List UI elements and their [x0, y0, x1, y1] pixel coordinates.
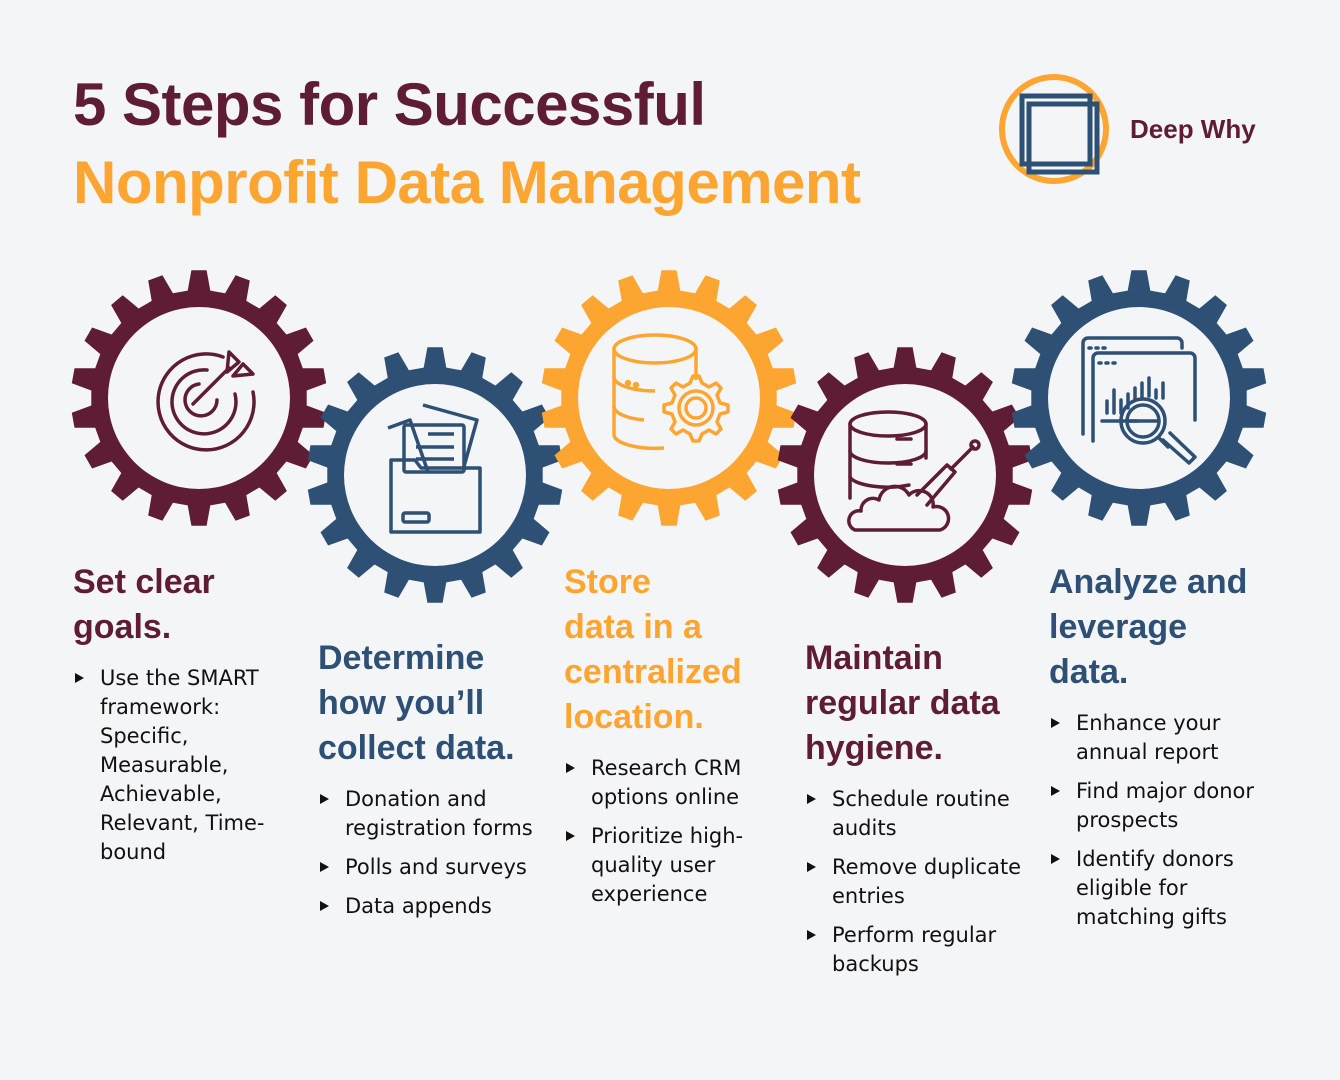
- bullet-text: Data appends: [345, 894, 492, 918]
- step-5-bullets: Enhance your annual report Find major do…: [1049, 709, 1274, 932]
- heading-line: Set clear: [73, 563, 215, 601]
- bullet-triangle-icon: [1051, 718, 1060, 728]
- bullet-text: Remove duplicate entries: [832, 855, 1022, 908]
- bullet-triangle-icon: [807, 930, 816, 940]
- heading-line: Store: [564, 563, 651, 601]
- step-4-heading: Maintain regular data hygiene.: [805, 636, 1030, 771]
- bullet-text: Perform regular backups: [832, 923, 997, 976]
- bullet-triangle-icon: [566, 763, 575, 773]
- step-2-heading: Determine how you’ll collect data.: [318, 636, 543, 771]
- step-1-bullets: Use the SMART framework: Specific, Measu…: [73, 664, 293, 867]
- heading-line: Maintain: [805, 639, 943, 677]
- list-item: Perform regular backups: [805, 921, 1030, 979]
- step-2-bullets: Donation and registration forms Polls an…: [318, 785, 543, 921]
- bullet-text: Polls and surveys: [345, 855, 527, 879]
- heading-line: location.: [564, 698, 704, 736]
- list-item: Remove duplicate entries: [805, 853, 1030, 911]
- bullet-text: Use the SMART framework: Specific, Measu…: [100, 666, 265, 864]
- list-item: Enhance your annual report: [1049, 709, 1274, 767]
- heading-line: data in a: [564, 608, 702, 646]
- list-item: Polls and surveys: [318, 853, 543, 882]
- list-item: Find major donor prospects: [1049, 777, 1274, 835]
- database-cleaning-brush-icon: [847, 410, 981, 532]
- list-item: Research CRM options online: [564, 754, 774, 812]
- bullet-triangle-icon: [75, 673, 84, 683]
- heading-line: centralized: [564, 653, 742, 691]
- heading-line: goals.: [73, 608, 172, 646]
- step-5-heading: Analyze and leverage data.: [1049, 560, 1274, 695]
- step-1: Set clear goals. Use the SMART framework…: [73, 560, 293, 877]
- bullet-text: Prioritize high-quality user experience: [591, 824, 744, 906]
- list-item: Donation and registration forms: [318, 785, 543, 843]
- bullet-text: Find major donor prospects: [1076, 779, 1254, 832]
- bullet-triangle-icon: [320, 901, 329, 911]
- database-gear-icon: [612, 333, 730, 451]
- title-line-2: Nonprofit Data Management: [73, 149, 861, 216]
- target-arrow-icon: [156, 350, 256, 452]
- analytics-magnifier-icon: [1081, 336, 1197, 465]
- step-3: Store data in a centralized location. Re…: [564, 560, 774, 919]
- title-line-1: 5 Steps for Successful: [73, 71, 706, 138]
- bullet-triangle-icon: [807, 862, 816, 872]
- heading-line: Analyze and: [1049, 563, 1248, 601]
- bullet-triangle-icon: [320, 862, 329, 872]
- list-item: Prioritize high-quality user experience: [564, 822, 774, 909]
- folder-documents-icon: [387, 403, 482, 534]
- brand-logo: Deep Why: [996, 72, 1286, 188]
- bullet-triangle-icon: [807, 794, 816, 804]
- heading-line: leverage: [1049, 608, 1187, 646]
- heading-line: data.: [1049, 653, 1129, 691]
- bullet-text: Identify donors eligible for matching gi…: [1076, 847, 1234, 929]
- bullet-triangle-icon: [320, 794, 329, 804]
- page-title: 5 Steps for Successful Nonprofit Data Ma…: [73, 66, 861, 222]
- step-1-heading: Set clear goals.: [73, 560, 293, 650]
- overlapping-squares-in-circle-icon: [999, 74, 1109, 184]
- list-item: Schedule routine audits: [805, 785, 1030, 843]
- bullet-triangle-icon: [1051, 786, 1060, 796]
- heading-line: Determine: [318, 639, 485, 677]
- list-item: Use the SMART framework: Specific, Measu…: [73, 664, 293, 867]
- step-4-bullets: Schedule routine audits Remove duplicate…: [805, 785, 1030, 979]
- heading-line: collect data.: [318, 729, 515, 767]
- list-item: Data appends: [318, 892, 543, 921]
- bullet-triangle-icon: [1051, 854, 1060, 864]
- step-2: Determine how you’ll collect data. Donat…: [318, 636, 543, 931]
- step-3-heading: Store data in a centralized location.: [564, 560, 774, 740]
- step-4: Maintain regular data hygiene. Schedule …: [805, 636, 1030, 989]
- heading-line: regular data: [805, 684, 1000, 722]
- bullet-text: Schedule routine audits: [832, 787, 1010, 840]
- list-item: Identify donors eligible for matching gi…: [1049, 845, 1274, 932]
- bullet-text: Donation and registration forms: [345, 787, 533, 840]
- brand-name: Deep Why: [1130, 114, 1256, 144]
- heading-line: hygiene.: [805, 729, 943, 767]
- heading-line: how you’ll: [318, 684, 485, 722]
- bullet-triangle-icon: [566, 831, 575, 841]
- bullet-text: Research CRM options online: [591, 756, 742, 809]
- step-3-bullets: Research CRM options online Prioritize h…: [564, 754, 774, 909]
- step-5: Analyze and leverage data. Enhance your …: [1049, 560, 1274, 942]
- bullet-text: Enhance your annual report: [1076, 711, 1221, 764]
